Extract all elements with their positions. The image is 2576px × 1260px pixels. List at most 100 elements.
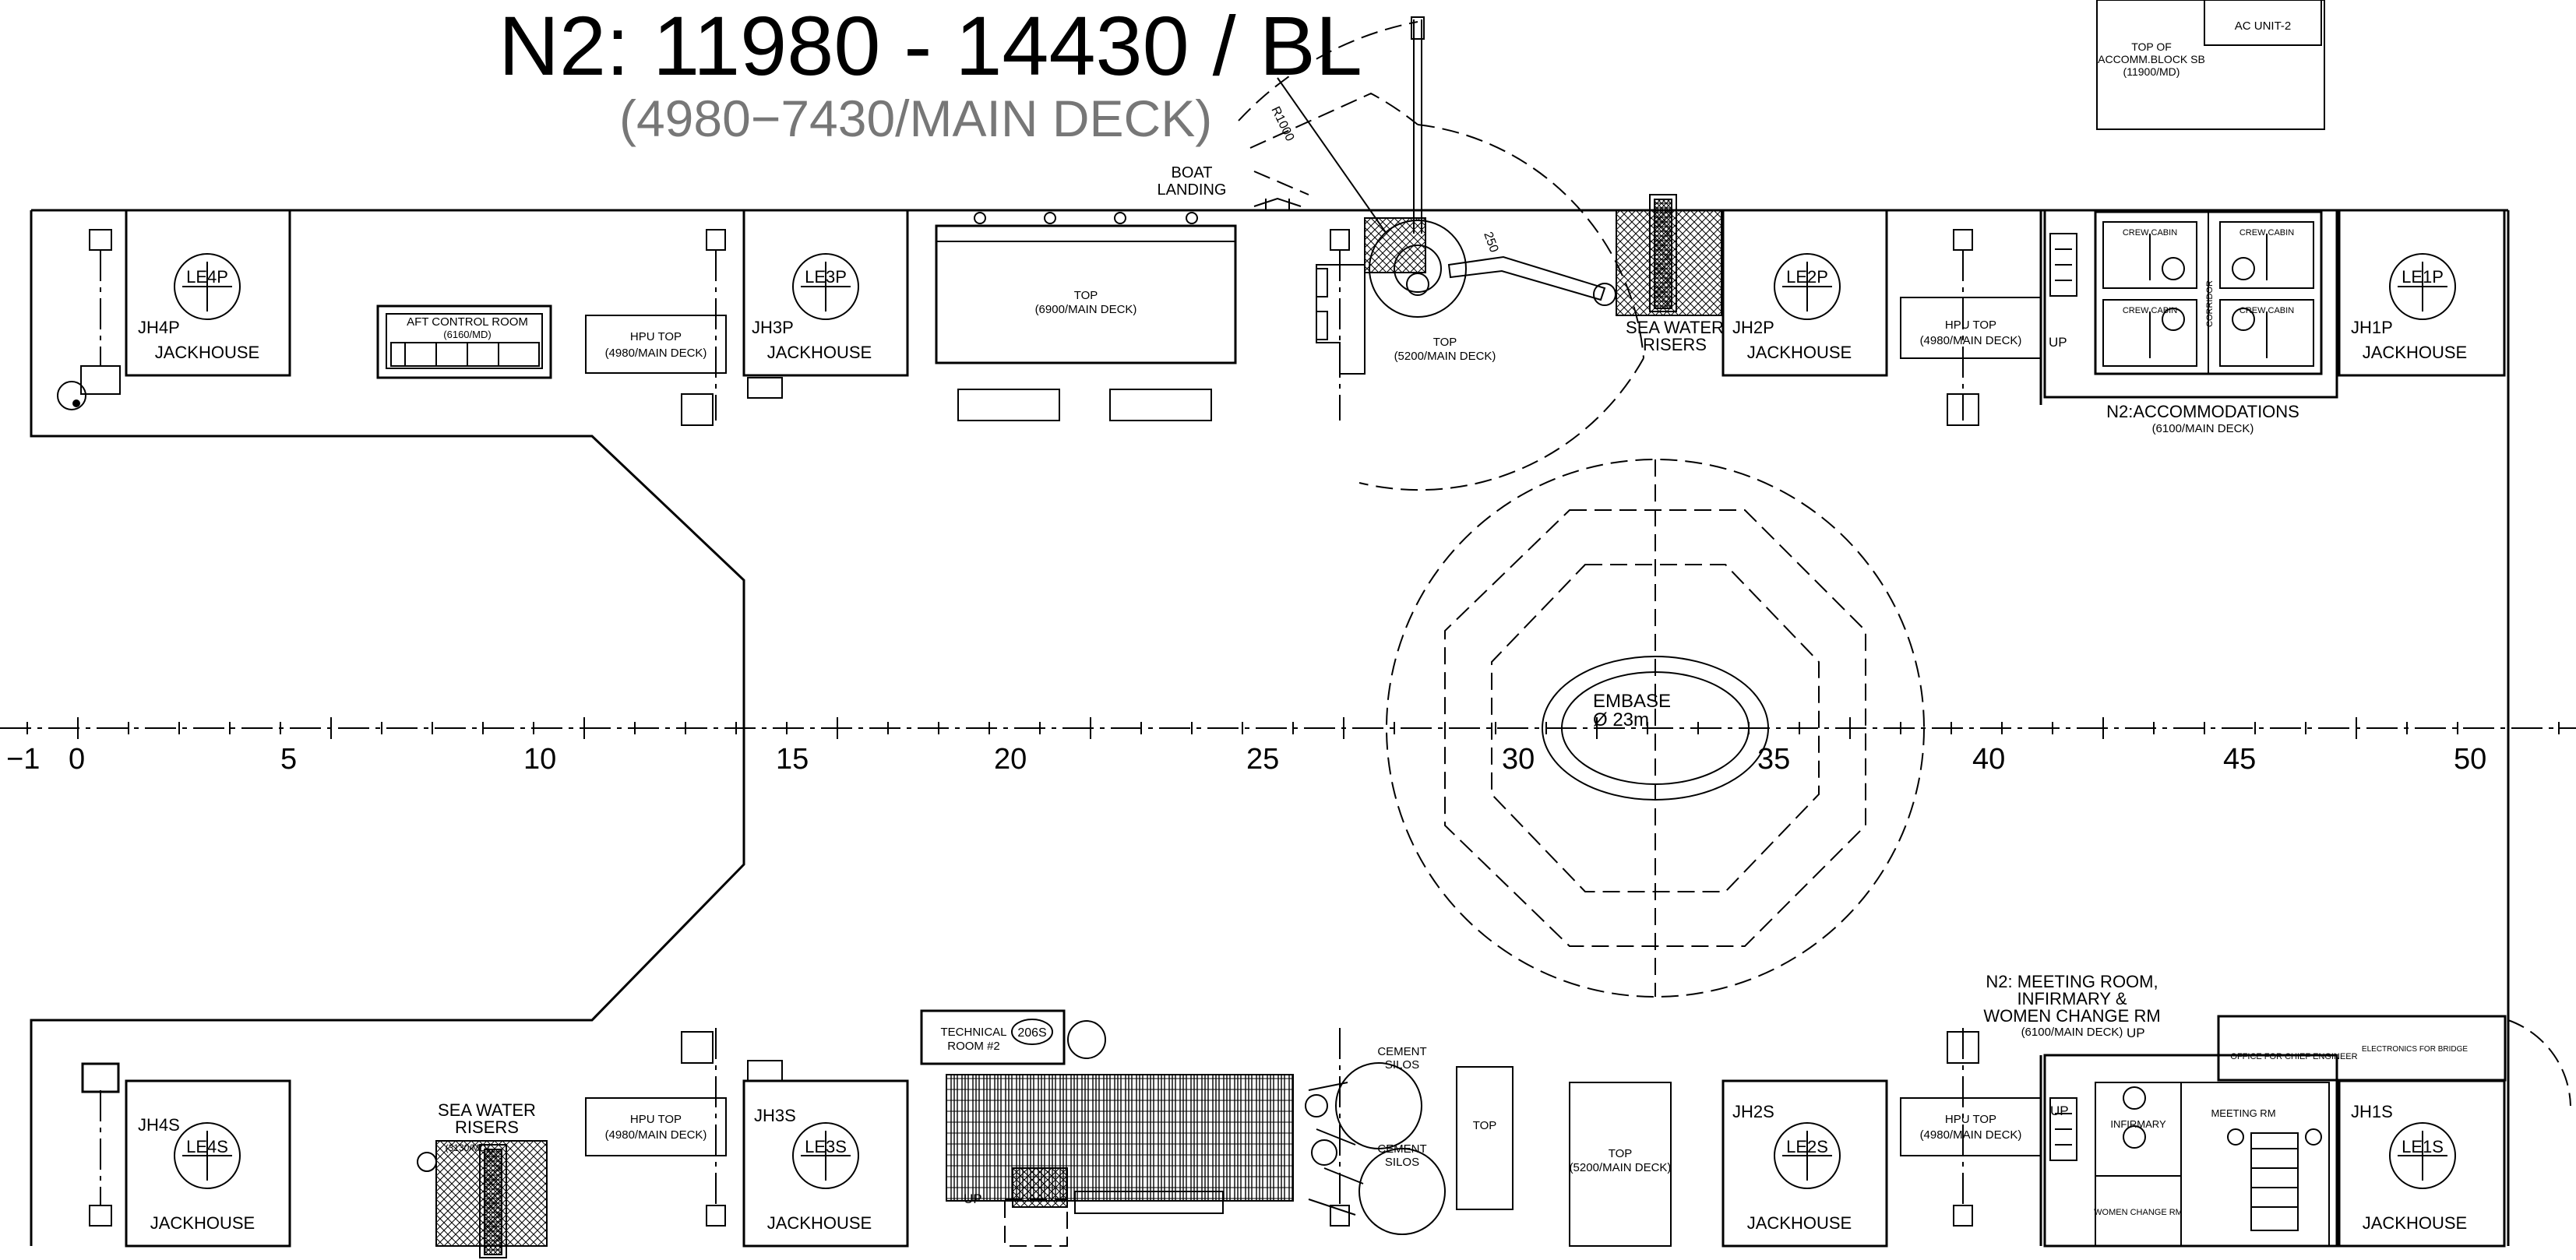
crane-angle-label: 250 (1481, 231, 1500, 255)
room-label: AFT CONTROL ROOM (407, 315, 528, 329)
accommodations-block: CREW CABIN CREW CABIN CREW CABIN CREW CA… (2043, 209, 2338, 435)
hpu-level: (4980/MAIN DECK) (605, 347, 707, 360)
hpu-label: HPU TOP (1945, 319, 1996, 332)
crane: R1000 250 TOP (5200/MAIN DECK) (1238, 16, 1644, 491)
top-of-accomm-block: AC UNIT-2 TOP OF ACCOMM.BLOCK SB (11900/… (2096, 0, 2325, 130)
chief-engineer-label: OFFICE FOR CHIEF ENGINEER (2230, 1052, 2357, 1061)
ruler-label: 45 (2223, 743, 2256, 776)
ruler-label: 50 (2454, 743, 2486, 776)
meeting-label: INFIRMARY & (2017, 989, 2127, 1008)
meeting-infirmary-block: N2: MEETING ROOM, INFIRMARY & WOMEN CHAN… (1983, 972, 2571, 1248)
hpu-top-stbd-aft: HPU TOP (4980/MAIN DECK) (585, 1097, 727, 1156)
up-label: UP (2049, 335, 2067, 350)
ruler-label: 40 (1972, 743, 2005, 776)
riser-level: (3130/MD) (446, 1142, 490, 1153)
leg-label: LE2P (1786, 267, 1828, 287)
top-level: (5200/MAIN DECK) (1570, 1161, 1672, 1174)
crane-top-label: TOP (1433, 336, 1457, 349)
jackhouse-id: JH1S (2351, 1102, 2393, 1121)
cement-silos: CEMENT SILOS CEMENT SILOS (1305, 1045, 1446, 1235)
hpu-label: HPU TOP (1945, 1113, 1996, 1126)
leg-label: LE3S (805, 1137, 847, 1156)
ruler-label: 25 (1246, 743, 1279, 776)
jackhouse-jh3p: LE3P JH3P JACKHOUSE (742, 209, 909, 377)
accomm-top-label: ACCOMM.BLOCK SB (2098, 53, 2205, 65)
up-label: UP (964, 1191, 982, 1206)
page-title: N2: 11980 - 14430 / BL (499, 0, 1362, 93)
leg-label: LE4P (186, 267, 228, 287)
risers-label: RISERS (455, 1117, 519, 1137)
accomm-level: (6100/MAIN DECK) (2152, 422, 2254, 435)
leg-label: LE3P (805, 267, 847, 287)
top-label: TOP (1473, 1119, 1497, 1132)
risers-label: SEA WATER (1626, 318, 1724, 337)
silos-label: SILOS (1385, 1156, 1419, 1169)
jackhouse-id: JH2P (1732, 318, 1774, 337)
room-number: 206S (1017, 1026, 1046, 1040)
jackhouse-label: JACKHOUSE (1747, 343, 1852, 362)
hpu-label: HPU TOP (630, 1113, 682, 1126)
hpu-top-port-fwd: HPU TOP (4980/MAIN DECK) (1900, 297, 2042, 359)
meeting-label: WOMEN CHANGE RM (1983, 1006, 2160, 1026)
top-stbd-block: TOP (1456, 1066, 1514, 1210)
hpu-level: (4980/MAIN DECK) (1920, 1128, 2022, 1142)
cabin-label: CREW CABIN (2239, 306, 2294, 315)
ac-unit-label: AC UNIT-2 (2235, 19, 2292, 33)
leg-label: LE4S (186, 1137, 228, 1156)
jackhouse-label: JACKHOUSE (1747, 1213, 1852, 1233)
ruler-label: 0 (69, 743, 85, 776)
silos-label: SILOS (1385, 1058, 1419, 1072)
accomm-top-label: TOP OF (2131, 40, 2172, 53)
electronics-label: ELECTRONICS FOR BRIDGE (2362, 1045, 2468, 1054)
column-markers (57, 229, 1979, 1227)
top-5200-stbd-block: TOP (5200/MAIN DECK) (1569, 1082, 1672, 1247)
cabin-label: CREW CABIN (2123, 306, 2177, 315)
embase-label: EMBASE (1593, 691, 1671, 712)
jackhouse-id: JH3S (754, 1106, 796, 1125)
jackhouse-jh2p: LE2P JH2P JACKHOUSE (1721, 209, 1888, 377)
hpu-level: (4980/MAIN DECK) (605, 1128, 707, 1142)
ruler-labels: −1 0 5 10 15 20 25 30 35 40 45 50 (6, 743, 2486, 776)
cabin-label: CREW CABIN (2239, 228, 2294, 238)
jackhouse-id: JH1P (2351, 318, 2393, 337)
jackhouse-jh4s: LE4S JH4S JACKHOUSE (125, 1079, 291, 1248)
meeting-level: (6100/MAIN DECK) (2021, 1026, 2123, 1039)
boat-landing-label: LANDING (1158, 181, 1227, 199)
ruler-label: 35 (1757, 743, 1790, 776)
jackhouse-id: JH3P (752, 318, 794, 337)
jackhouse-label: JACKHOUSE (767, 343, 872, 362)
jackhouse-jh1s: LE1S JH1S JACKHOUSE (2338, 1079, 2506, 1248)
hpu-label: HPU TOP (630, 330, 682, 343)
boat-landing-label: BOAT (1172, 164, 1213, 181)
ruler-label: 30 (1502, 743, 1535, 776)
leg-label: LE1S (2402, 1137, 2444, 1156)
leg-label: LE1P (2402, 267, 2444, 287)
jackhouse-jh4p: LE4P JH4P JACKHOUSE (125, 209, 291, 377)
crane-radius-label: R1000 (1268, 104, 1296, 143)
jackhouse-label: JACKHOUSE (767, 1213, 872, 1233)
accomm-top-label: (11900/MD) (2123, 65, 2180, 78)
silos-label: CEMENT (1377, 1045, 1426, 1058)
jackhouse-jh3s: LE3S JH3S JACKHOUSE (742, 1079, 909, 1248)
jackhouse-label: JACKHOUSE (150, 1213, 255, 1233)
jackhouse-id: JH4S (138, 1115, 180, 1135)
risers-label: SEA WATER (438, 1100, 536, 1120)
hpu-top-port-aft: HPU TOP (4980/MAIN DECK) (585, 315, 727, 374)
women-change-label: WOMEN CHANGE RM (2094, 1208, 2183, 1217)
corridor-label: CORRIDOR (2205, 280, 2215, 327)
ruler-label: 20 (994, 743, 1027, 776)
top-label: TOP (1609, 1147, 1633, 1160)
jackhouse-jh1p: LE1P JH1P JACKHOUSE (2338, 209, 2506, 377)
ruler-label: 5 (280, 743, 297, 776)
technical-room: TECHNICAL ROOM #2 206S (920, 1009, 1106, 1065)
room-label: ROOM #2 (947, 1040, 1000, 1053)
up-label: UP (2127, 1026, 2145, 1040)
hpu-level: (4980/MAIN DECK) (1920, 334, 2022, 347)
risers-label: RISERS (1643, 335, 1707, 354)
jackhouse-jh2s: LE2S JH2S JACKHOUSE (1721, 1079, 1888, 1248)
sea-water-risers-stbd: SEA WATER RISERS (3130/MD) (417, 1100, 548, 1258)
cabin-label: CREW CABIN (2123, 228, 2177, 238)
top-6900-block: TOP (6900/MAIN DECK) (935, 212, 1237, 421)
jackhouse-id: JH2S (1732, 1102, 1774, 1121)
